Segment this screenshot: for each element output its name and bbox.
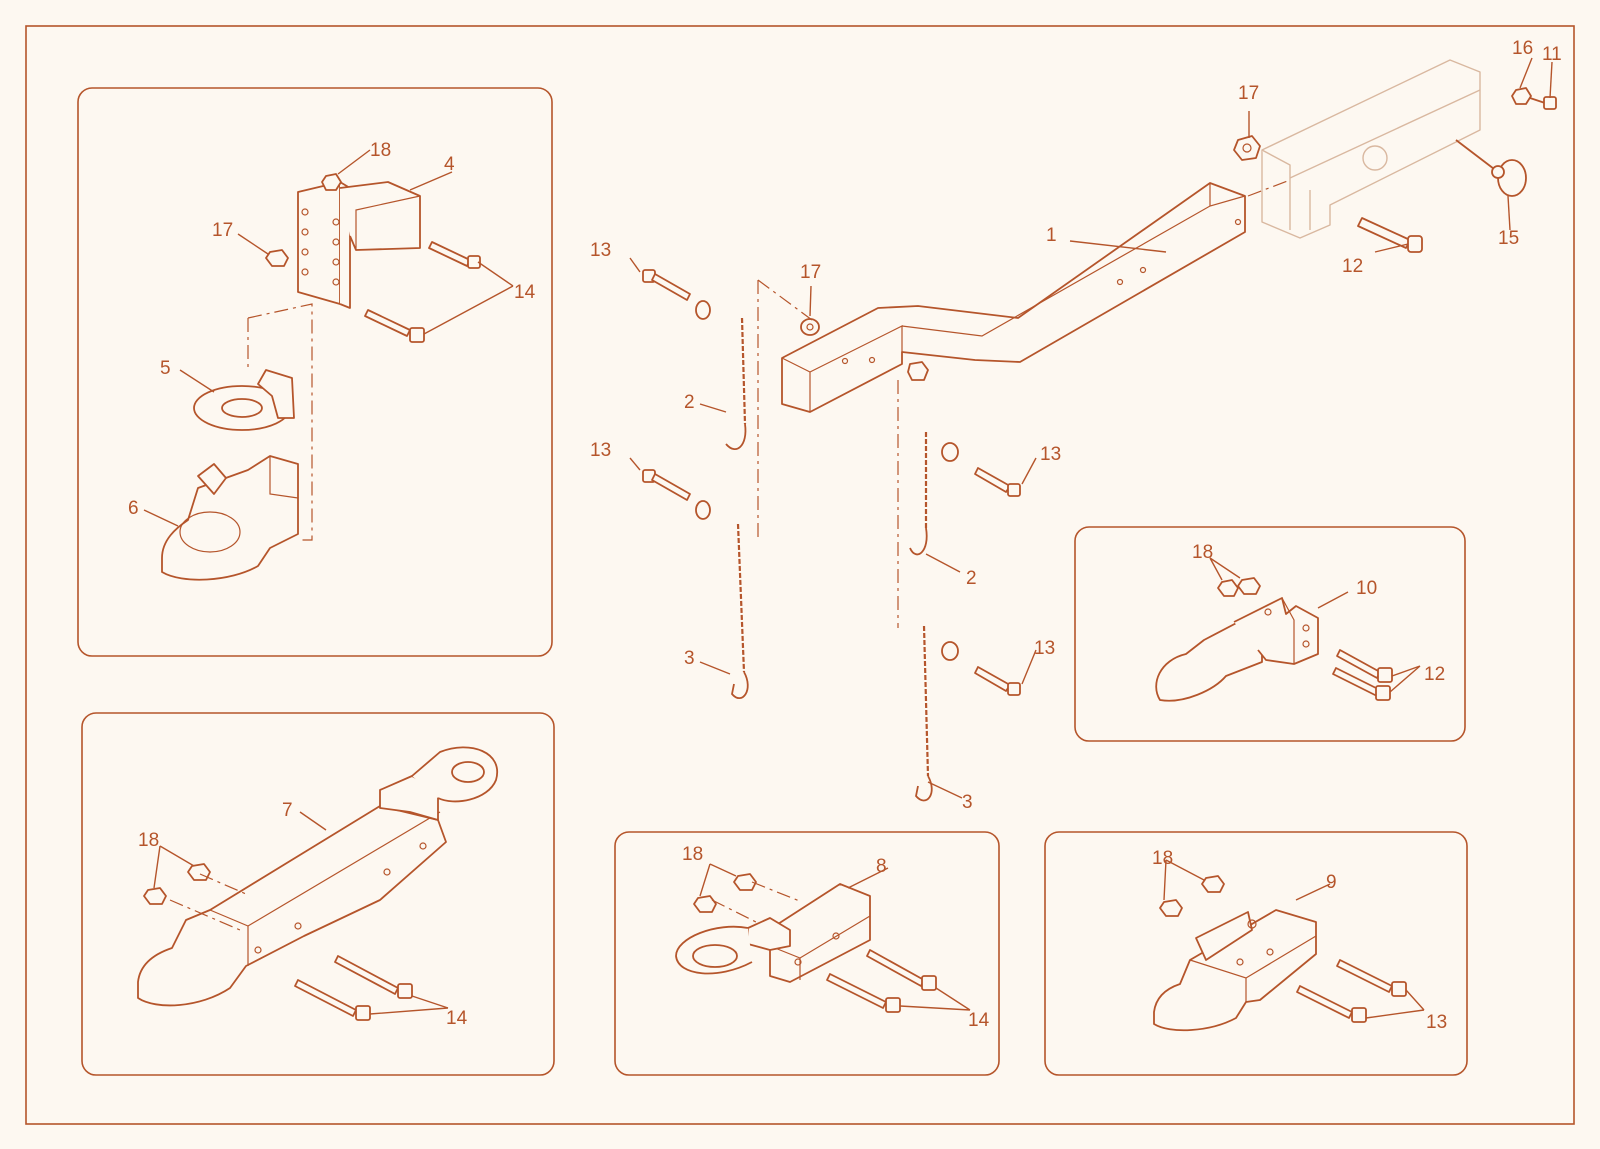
nuts-part-18-panel3 — [693, 873, 757, 913]
lock-nut-part-16 — [1511, 87, 1532, 105]
callout-18-panel1: 18 — [370, 140, 391, 161]
bolt-part-11 — [1529, 96, 1557, 110]
bolts-part-13-panel4 — [1296, 959, 1407, 1023]
callout-3-right: 3 — [962, 792, 973, 813]
callout-17-top: 17 — [1238, 83, 1259, 104]
panel-coupler-adapter — [1044, 831, 1468, 1076]
nuts-part-18-panel4 — [1159, 875, 1225, 917]
callout-10: 10 — [1356, 578, 1377, 599]
callout-5: 5 — [160, 358, 171, 379]
callout-4: 4 — [444, 154, 455, 175]
safety-chain-part-2-right — [909, 432, 928, 556]
callout-labels: 1 17 16 11 15 12 13 17 2 13 13 2 13 3 3 … — [128, 38, 1562, 1033]
nuts-part-18-panel5 — [1217, 577, 1261, 597]
callout-11: 11 — [1542, 44, 1562, 65]
panel-coupler-tongue — [81, 712, 555, 1076]
callout-14-panel2: 14 — [446, 1008, 468, 1029]
outer-frame — [25, 25, 1575, 1125]
callout-17-center: 17 — [800, 262, 821, 283]
nut-part-18-panel1 — [321, 173, 342, 191]
callout-2-right: 2 — [966, 568, 977, 589]
callout-18-panel5: 18 — [1192, 542, 1213, 563]
tongue-tube-part-1 — [781, 182, 1246, 413]
bolts-part-12-panel5 — [1332, 649, 1393, 701]
safety-chain-part-3-left — [731, 523, 749, 700]
bolt-part-12-upper — [1357, 217, 1423, 253]
bolt-part-13-right-lower — [941, 641, 1021, 696]
callout-17-panel1: 17 — [212, 220, 233, 241]
panel-ball-coupler — [1074, 526, 1466, 742]
coupler-part-6 — [161, 455, 299, 581]
callout-13-c: 13 — [1040, 444, 1061, 465]
safety-chain-part-3-right — [915, 625, 933, 802]
callout-18-panel4: 18 — [1152, 848, 1173, 869]
ball-coupler-part-10 — [1155, 597, 1319, 702]
bolts-part-14-panel3 — [826, 949, 937, 1013]
bolts-part-14-panel1 — [364, 241, 481, 343]
coupler-adapter-part-9 — [1153, 909, 1317, 1032]
callout-13-panel4: 13 — [1426, 1012, 1447, 1033]
callout-13-a: 13 — [590, 240, 611, 261]
leader-lines — [143, 57, 1553, 1019]
callout-3-left: 3 — [684, 648, 695, 669]
panel-pintle-assembly — [77, 87, 553, 657]
callout-12-panel5: 12 — [1424, 664, 1445, 685]
callout-6: 6 — [128, 498, 139, 519]
safety-chain-part-2-left — [725, 317, 747, 450]
bolt-part-13-upper-left — [642, 269, 711, 320]
callout-16: 16 — [1512, 38, 1533, 59]
trailer-frame-ghost — [1261, 59, 1481, 239]
nut-part-17-panel1 — [265, 249, 289, 267]
callout-18-panel2: 18 — [138, 830, 159, 851]
callout-13-d: 13 — [1034, 638, 1055, 659]
callout-9: 9 — [1326, 872, 1337, 893]
panel-ring-adapter — [614, 831, 1000, 1076]
callout-7: 7 — [282, 800, 293, 821]
callout-14-panel3: 14 — [968, 1010, 990, 1031]
washer-nut-part-17-center — [800, 318, 929, 381]
nut-part-17-upper — [1233, 135, 1261, 161]
callout-13-b: 13 — [590, 440, 611, 461]
bolt-part-13-mid-left — [642, 469, 711, 520]
callout-15: 15 — [1498, 228, 1519, 249]
lunette-ring-part-5 — [193, 369, 295, 431]
callout-8: 8 — [876, 856, 887, 877]
hitch-pin-part-15 — [1455, 139, 1527, 197]
callout-12-top: 12 — [1342, 256, 1363, 277]
callout-18-panel3: 18 — [682, 844, 703, 865]
coupler-tongue-part-7 — [137, 746, 499, 1007]
bolt-part-13-right-upper — [941, 442, 1021, 497]
callout-14-panel1: 14 — [514, 282, 536, 303]
bolts-part-14-panel2 — [294, 955, 413, 1021]
ring-adapter-part-8 — [675, 883, 871, 983]
callout-1: 1 — [1046, 225, 1057, 246]
pintle-mount-part-4 — [297, 181, 421, 309]
callout-2-left: 2 — [684, 392, 695, 413]
